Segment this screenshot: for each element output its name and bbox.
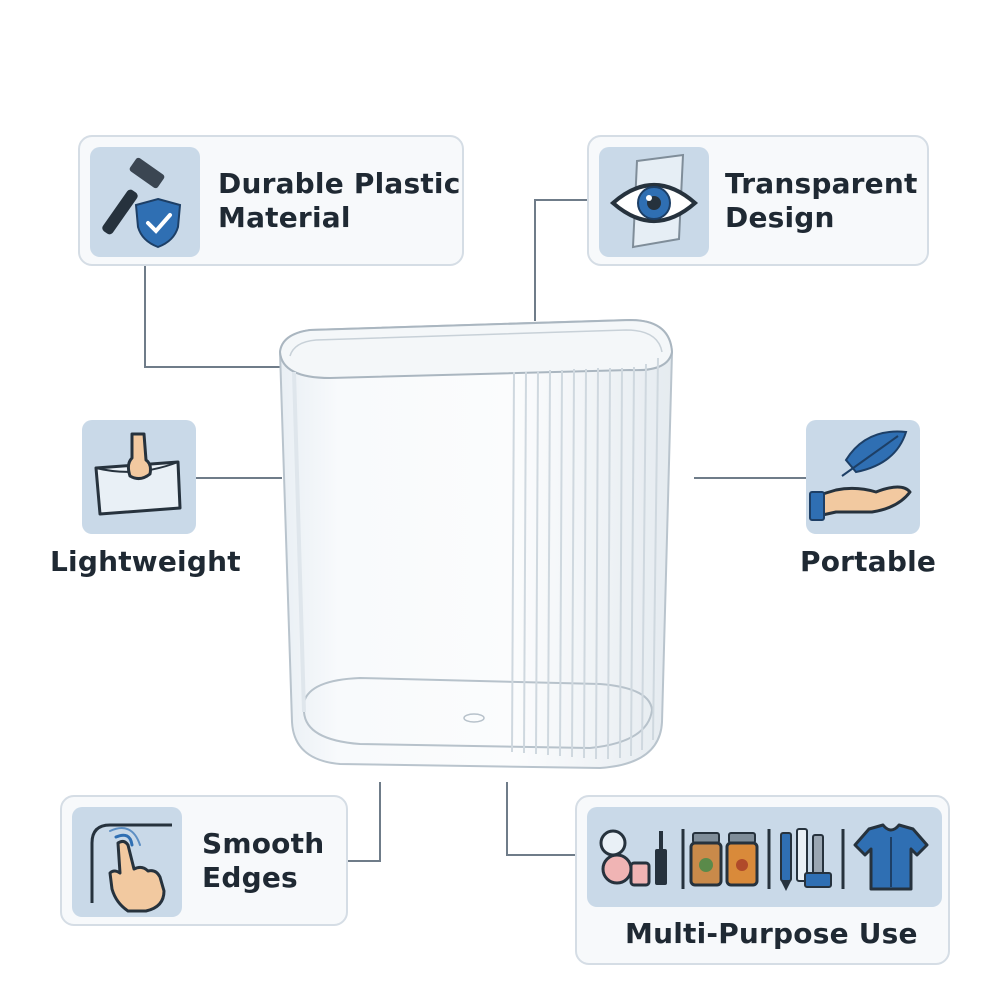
hammer-shield-icon xyxy=(102,157,182,249)
durable-icon-tile xyxy=(90,147,200,257)
connector-multipurpose-v xyxy=(506,782,508,856)
ribbed-texture xyxy=(511,357,659,760)
container-illustration xyxy=(278,318,674,770)
finger-touch-icon xyxy=(90,823,172,913)
durable-label-line2: Material xyxy=(218,201,351,234)
smooth-label-line2: Edges xyxy=(202,861,298,894)
feature-card-durable: Durable Plastic Material xyxy=(78,135,464,266)
product-container-image xyxy=(270,312,680,782)
hand-lifting-box-icon xyxy=(94,432,182,516)
connector-smooth-v xyxy=(379,782,381,862)
feature-card-smooth: Smooth Edges xyxy=(60,795,348,926)
connector-durable-v xyxy=(144,266,146,368)
connector-multipurpose-h xyxy=(506,854,576,856)
connector-transparent-h xyxy=(534,199,588,201)
spice-jars-icon xyxy=(689,832,759,887)
multipurpose-label: Multi-Purpose Use xyxy=(625,917,918,950)
smooth-icon-tile xyxy=(72,807,182,917)
transparent-label-line1: Transparent xyxy=(725,167,918,200)
transparent-icon-tile xyxy=(599,147,709,257)
transparent-label-line2: Design xyxy=(725,201,835,234)
lightweight-label: Lightweight xyxy=(50,545,241,578)
portable-label: Portable xyxy=(800,545,937,578)
connector-transparent-v xyxy=(534,199,536,321)
connector-portable xyxy=(694,477,806,479)
connector-durable-h xyxy=(144,366,280,368)
multipurpose-icon-tile xyxy=(587,807,942,907)
feature-card-transparent: Transparent Design xyxy=(587,135,929,266)
feature-card-multipurpose: Multi-Purpose Use xyxy=(575,795,950,965)
durable-label-line1: Durable Plastic xyxy=(218,167,461,200)
multipurpose-icons xyxy=(599,823,929,891)
pens-icon xyxy=(780,828,832,891)
connector-lightweight xyxy=(196,477,282,479)
cosmetics-icon xyxy=(599,829,667,887)
lightweight-icon-tile xyxy=(82,420,196,534)
feather-hand-icon xyxy=(809,430,912,521)
connector-smooth-h xyxy=(346,860,381,862)
smooth-label-line1: Smooth xyxy=(202,827,325,860)
eye-glass-icon xyxy=(609,153,699,249)
portable-icon-tile xyxy=(806,420,920,534)
shirt-icon xyxy=(853,823,929,891)
